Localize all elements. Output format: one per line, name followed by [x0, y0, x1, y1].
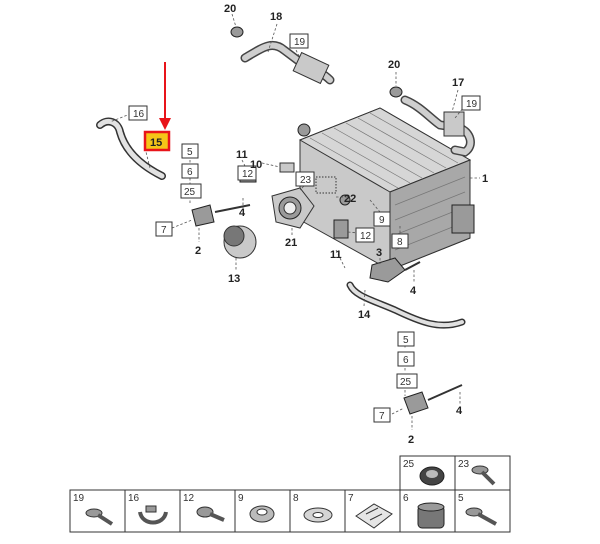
- box-12-left[interactable]: 12: [237, 165, 257, 181]
- legend-cell-25[interactable]: 25: [399, 455, 456, 491]
- box-12-right-label: 12: [360, 231, 372, 242]
- box-23-label: 23: [300, 175, 312, 186]
- box-16-label: 16: [133, 109, 145, 120]
- box-7-upper[interactable]: 7: [155, 221, 173, 237]
- legend-25-num: 25: [403, 459, 415, 470]
- box-7-lower[interactable]: 7: [373, 407, 391, 423]
- box-7-lower-label: 7: [379, 411, 385, 422]
- clip-icon: [355, 503, 393, 529]
- label-17: 17: [452, 77, 464, 89]
- box-23[interactable]: 23: [295, 171, 315, 187]
- legend-cell-9[interactable]: 9: [234, 489, 291, 533]
- gasket-22[interactable]: [315, 176, 337, 194]
- legend-12-num: 12: [183, 493, 195, 504]
- label-22: 22: [344, 193, 356, 205]
- legend-19-num: 19: [73, 493, 85, 504]
- label-14: 14: [358, 309, 371, 321]
- label-11: 11: [236, 149, 248, 161]
- intake-sleeve-13[interactable]: [223, 225, 257, 259]
- box-25-lower-label: 25: [400, 377, 412, 388]
- label-13: 13: [228, 273, 240, 285]
- box-16[interactable]: 16: [128, 105, 148, 121]
- legend-7-num: 7: [348, 493, 354, 504]
- box-25-upper-label: 25: [184, 187, 196, 198]
- hose-clamp-icon: [138, 505, 168, 525]
- box-9[interactable]: 9: [373, 211, 391, 227]
- legend-cell-23[interactable]: 23: [454, 455, 511, 491]
- charge-pipe-17[interactable]: [400, 95, 475, 157]
- grommet-icon: [249, 505, 275, 523]
- legend-cell-16[interactable]: 16: [124, 489, 181, 533]
- box-6-lower[interactable]: 6: [397, 351, 415, 367]
- mount-bracket-upper[interactable]: [191, 204, 251, 227]
- legend-9-num: 9: [238, 493, 244, 504]
- sensor-12[interactable]: [333, 219, 349, 239]
- connector-20-right[interactable]: [389, 86, 403, 98]
- box-6-lower-label: 6: [403, 355, 409, 366]
- legend-cell-6[interactable]: 6: [399, 489, 456, 533]
- box-5-upper[interactable]: 5: [181, 143, 199, 159]
- label-2-upper: 2: [195, 245, 201, 257]
- label-10: 10: [250, 159, 262, 171]
- box-19-top-label: 19: [294, 37, 306, 48]
- box-7-upper-label: 7: [161, 225, 167, 236]
- bushing-icon: [419, 466, 445, 486]
- legend-grid: 25 23 19 16: [69, 455, 511, 533]
- throttle-body-21[interactable]: [271, 187, 315, 229]
- label-20-right: 20: [388, 59, 400, 71]
- screw-icon: [196, 506, 225, 522]
- box-12-right[interactable]: 12: [355, 227, 375, 243]
- label-1: 1: [482, 173, 488, 185]
- legend-cell-7[interactable]: 7: [344, 489, 401, 533]
- box-25-upper[interactable]: 25: [180, 183, 202, 199]
- box-6-upper[interactable]: 6: [181, 163, 199, 179]
- legend-cell-19[interactable]: 19: [69, 489, 126, 533]
- charge-pipe-18[interactable]: [240, 41, 335, 85]
- legend-cell-12[interactable]: 12: [179, 489, 236, 533]
- legend-16-num: 16: [128, 493, 140, 504]
- box-19-right[interactable]: 19: [461, 95, 481, 111]
- box-19-right-label: 19: [466, 99, 478, 110]
- bolt-icon: [85, 508, 114, 526]
- box-9-label: 9: [379, 215, 385, 226]
- box-6-upper-label: 6: [187, 167, 193, 178]
- box-15-highlight[interactable]: 15: [143, 130, 171, 152]
- box-8-label: 8: [397, 237, 403, 248]
- legend-23-num: 23: [458, 459, 470, 470]
- label-2-lower: 2: [408, 434, 414, 446]
- screw-icon: [471, 465, 496, 486]
- box-15-label: 15: [150, 137, 162, 149]
- box-5-lower[interactable]: 5: [397, 331, 415, 347]
- box-25-lower[interactable]: 25: [396, 373, 418, 389]
- box-19-top[interactable]: 19: [289, 33, 309, 49]
- label-11b: 11: [330, 249, 342, 261]
- legend-6-num: 6: [403, 493, 409, 504]
- rubber-bushing-icon: [417, 502, 445, 529]
- label-3: 3: [376, 247, 382, 259]
- label-4-lower: 4: [456, 405, 463, 417]
- label-18: 18: [270, 11, 282, 23]
- legend-8-num: 8: [293, 493, 299, 504]
- coolant-pipe-14[interactable]: [346, 281, 466, 329]
- label-4-mid: 4: [410, 285, 417, 297]
- label-20-top: 20: [224, 3, 236, 15]
- washer-icon: [303, 507, 333, 523]
- legend-cell-8[interactable]: 8: [289, 489, 346, 533]
- label-21: 21: [285, 237, 297, 249]
- label-4-upper: 4: [239, 207, 246, 219]
- box-8[interactable]: 8: [391, 233, 409, 249]
- sensor-10[interactable]: [279, 162, 295, 173]
- legend-5-num: 5: [458, 493, 464, 504]
- connector-20-top[interactable]: [230, 26, 244, 38]
- highlight-arrow: [159, 62, 171, 130]
- box-12-left-label: 12: [242, 169, 254, 180]
- coolant-hose-15[interactable]: [96, 117, 166, 180]
- mount-bracket-lower[interactable]: [403, 384, 463, 415]
- box-5-upper-label: 5: [187, 147, 193, 158]
- bolt-icon: [465, 507, 497, 526]
- mount-bracket-3[interactable]: [369, 257, 421, 283]
- legend-cell-5[interactable]: 5: [454, 489, 511, 533]
- box-5-lower-label: 5: [403, 335, 409, 346]
